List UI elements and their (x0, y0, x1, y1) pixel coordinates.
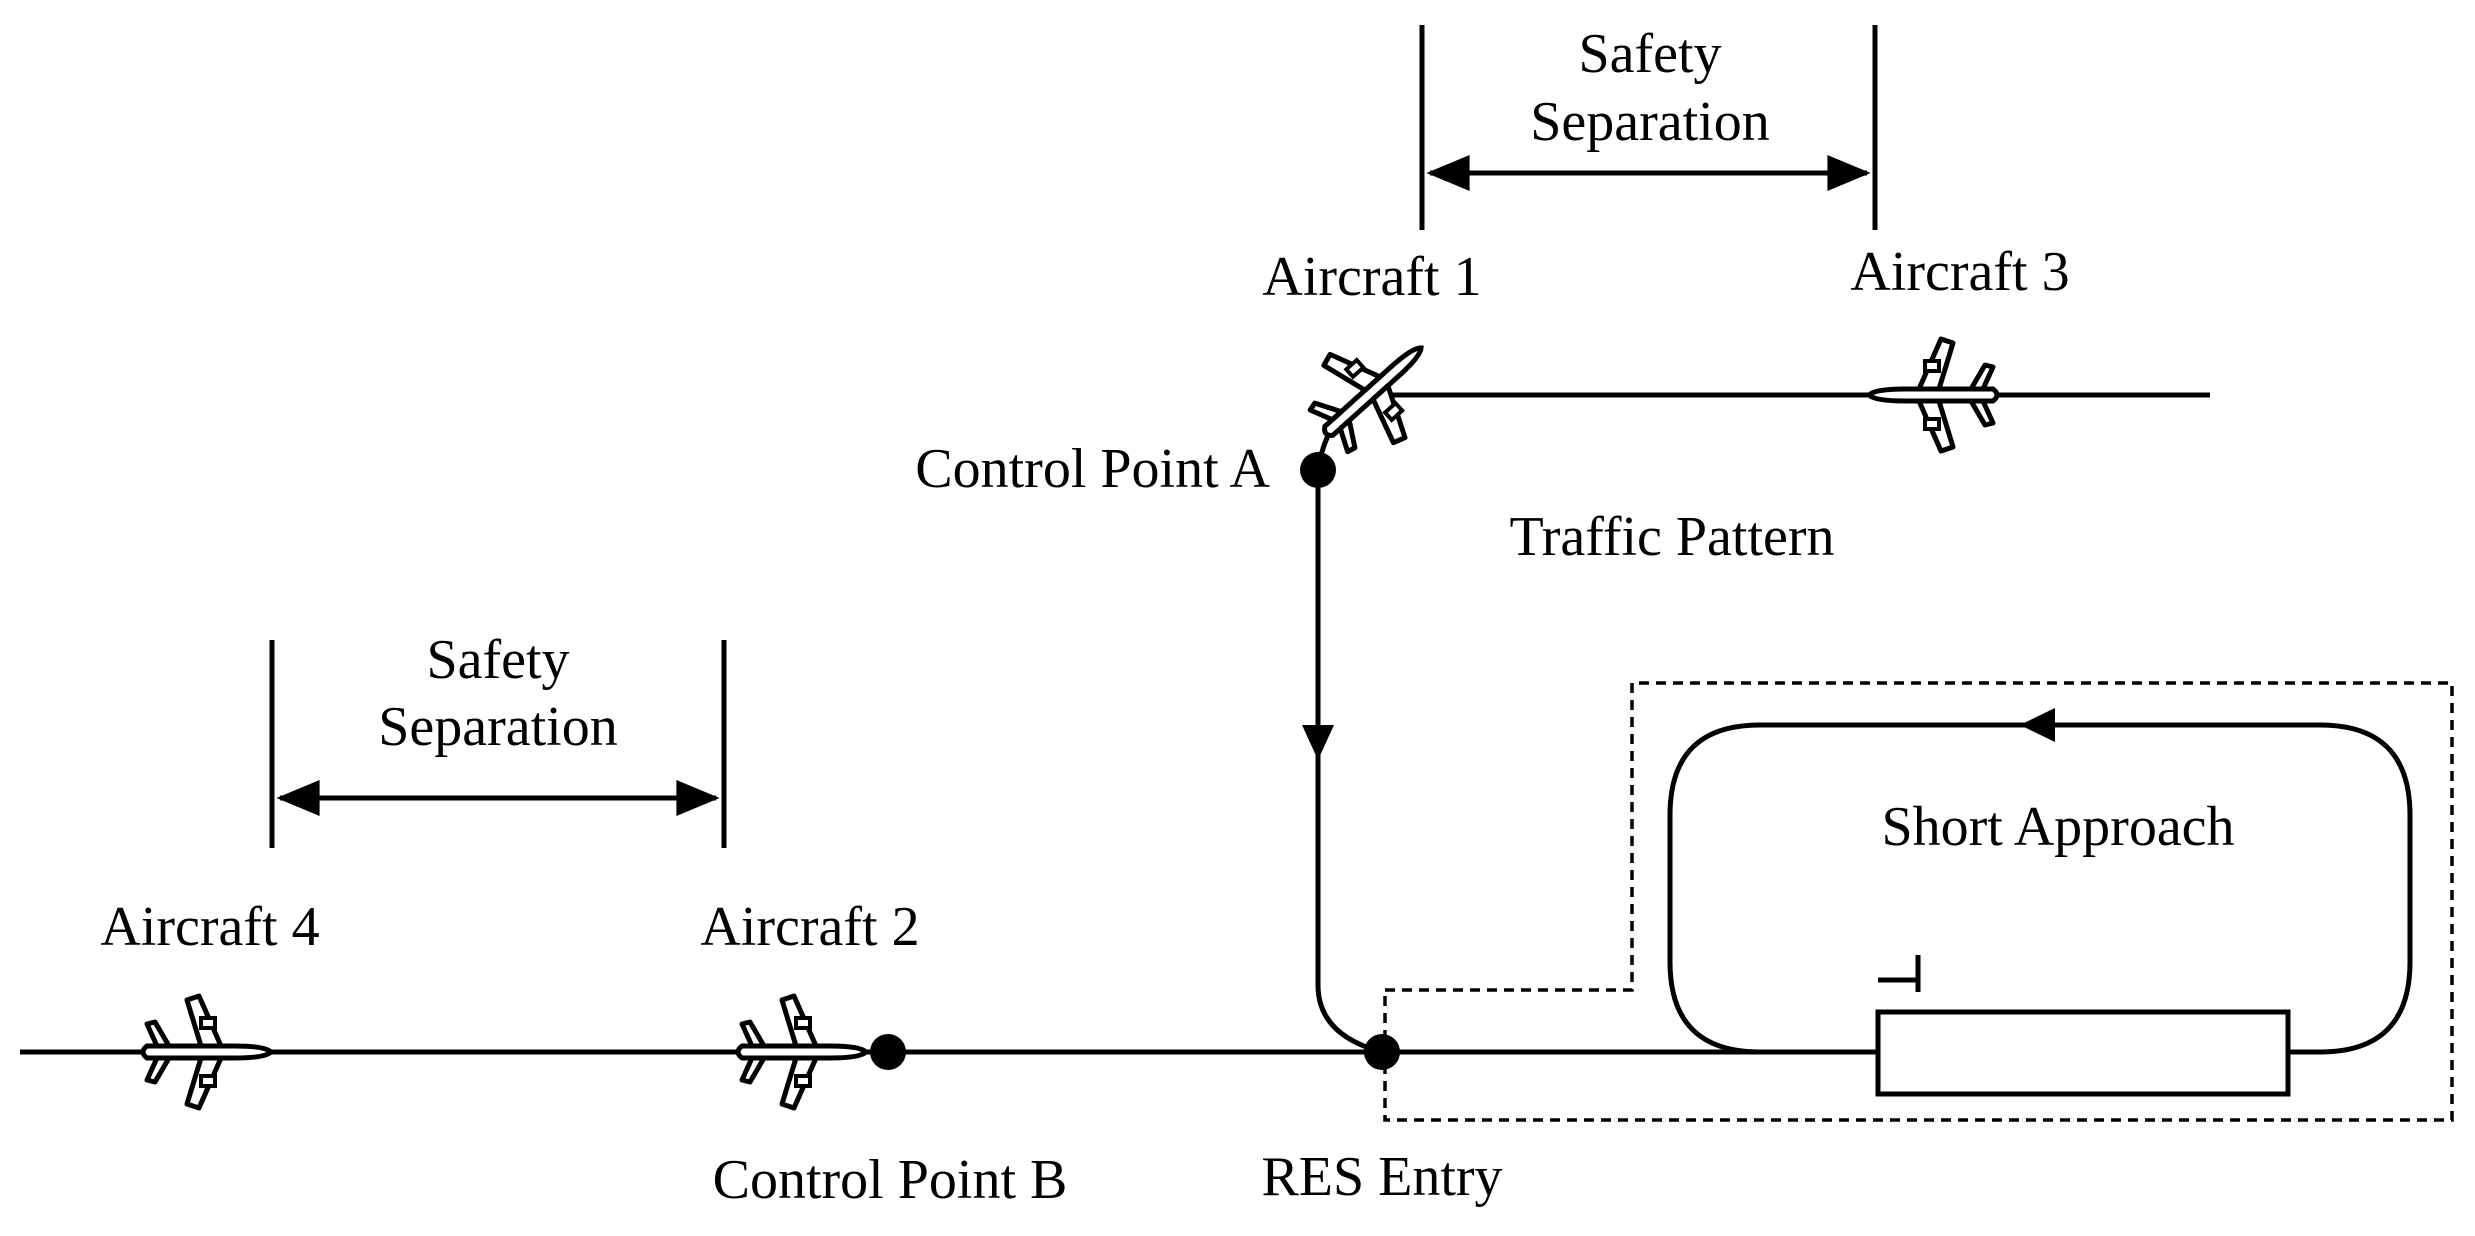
control-point-a-marker (1300, 452, 1336, 488)
safety-separation-left-dimension (269, 640, 727, 848)
control-point-b-label: Control Point B (713, 1149, 1068, 1211)
res-entry-label: RES Entry (1261, 1146, 1502, 1208)
traffic-pattern-label: Traffic Pattern (1509, 506, 1834, 568)
aircraft-2-icon (738, 996, 866, 1108)
runway (1875, 1009, 2291, 1097)
descent-arrow (1302, 725, 1334, 760)
runway-threshold-marker (1878, 955, 1921, 992)
aircraft-1-icon (1288, 306, 1458, 475)
circuit-arrow (2020, 708, 2055, 742)
aircraft-4-icon (143, 996, 271, 1108)
aircraft-2-label: Aircraft 2 (700, 896, 919, 958)
descent-line-lower (1315, 760, 1383, 1055)
safety-separation-left-line1: Safety (426, 629, 569, 691)
res-area-boundary (1383, 681, 2454, 1122)
aircraft-1-label: Aircraft 1 (1262, 246, 1481, 308)
aircraft-3-icon (1869, 339, 1997, 451)
aircraft-4-label: Aircraft 4 (100, 896, 319, 958)
aircraft-3-label: Aircraft 3 (1850, 241, 2069, 303)
control-point-b-marker (870, 1034, 906, 1070)
safety-separation-left-line2: Separation (378, 696, 617, 758)
control-point-a-label: Control Point A (915, 438, 1270, 500)
res-entry-marker (1364, 1034, 1400, 1070)
safety-separation-top-line2: Separation (1530, 91, 1769, 153)
short-approach-label: Short Approach (1881, 796, 2234, 858)
short-approach-circuit (1667, 722, 2413, 1055)
safety-separation-top-line1: Safety (1578, 23, 1721, 85)
safety-separation-top-dimension (1419, 25, 1878, 230)
